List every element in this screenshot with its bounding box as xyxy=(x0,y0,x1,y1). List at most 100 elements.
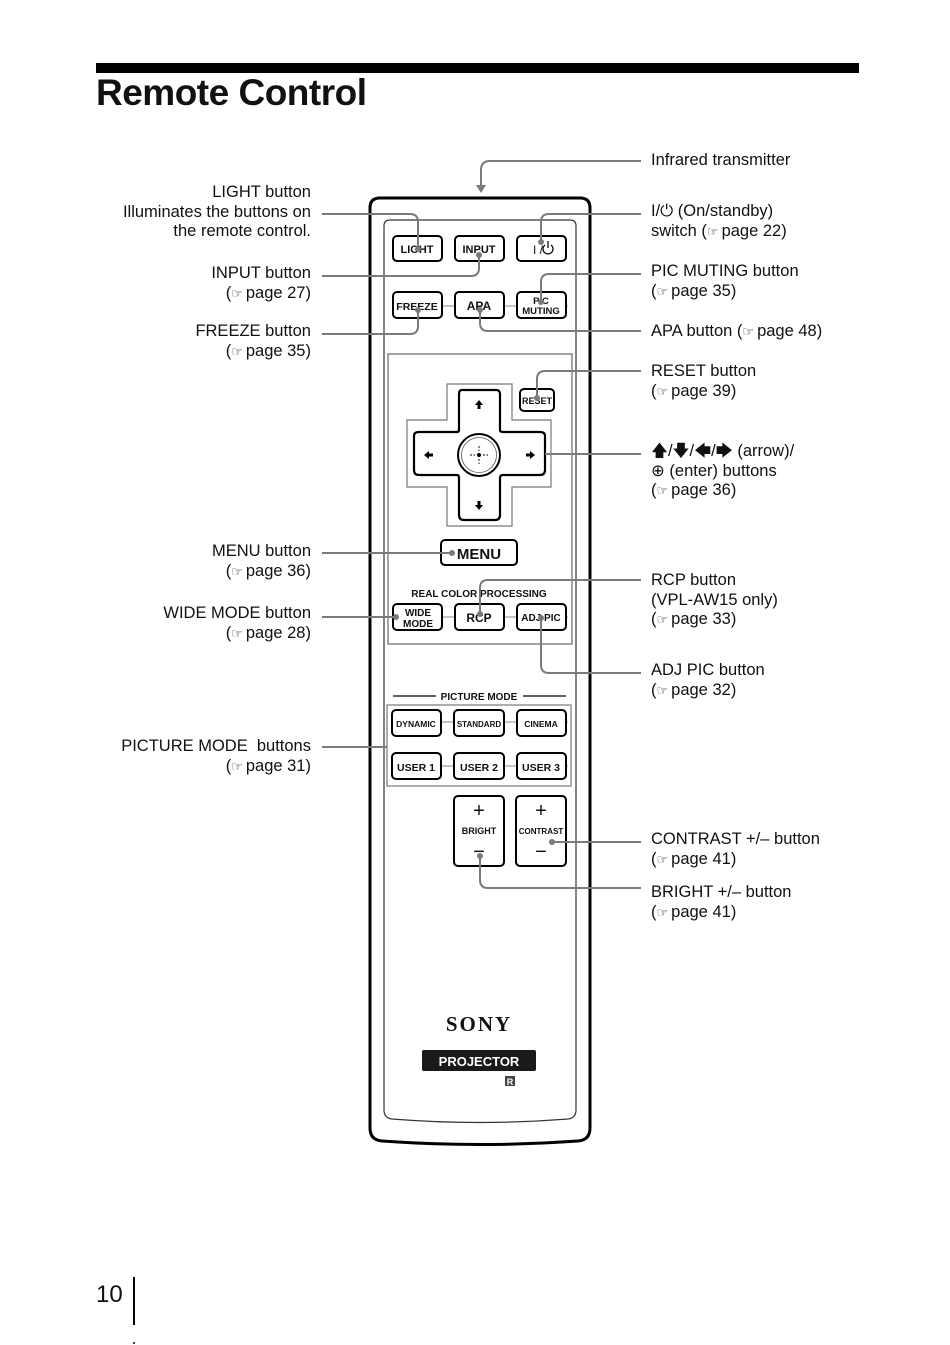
sony-logo: SONY xyxy=(446,1012,512,1036)
svg-text:MENU: MENU xyxy=(457,546,501,563)
callout-infrared: Infrared transmitter xyxy=(651,151,791,169)
reference-icon: ☞ xyxy=(231,758,243,774)
user3-button[interactable]: USER 3 xyxy=(516,752,567,780)
up-arrow-button[interactable] xyxy=(475,400,483,409)
svg-text:WIDE: WIDE xyxy=(405,608,431,619)
reference-icon: ☞ xyxy=(656,682,669,698)
contrast-rocker[interactable]: + CONTRAST − xyxy=(515,795,567,867)
callout-power: I/⏻ (On/standby) switch (☞page 22) xyxy=(651,202,787,240)
svg-text:USER 1: USER 1 xyxy=(397,762,435,774)
callout-picture-mode: PICTURE MODE buttons (☞page 31) xyxy=(121,737,311,775)
navigation-panel xyxy=(387,353,573,645)
reference-icon: ☞ xyxy=(656,851,669,867)
callout-adj-pic: ADJ PIC button (☞page 32) xyxy=(651,661,765,699)
left-arrow-icon xyxy=(424,451,433,459)
standard-button[interactable]: STANDARD xyxy=(453,709,505,737)
dpad-outline xyxy=(406,383,552,527)
reference-icon: ☞ xyxy=(231,563,243,579)
page-link[interactable]: page 39 xyxy=(671,381,731,400)
left-arrow-button[interactable] xyxy=(424,451,433,459)
svg-text:CONTRAST: CONTRAST xyxy=(519,827,564,836)
page-link[interactable]: page 35 xyxy=(671,281,731,300)
contrast-plus[interactable]: + xyxy=(535,800,547,822)
callout-bright: BRIGHT +/– button (☞page 41) xyxy=(651,883,792,921)
projector-badge xyxy=(422,1050,536,1071)
projector-badge-label: PROJECTOR xyxy=(439,1054,520,1069)
bright-plus[interactable]: + xyxy=(473,800,485,822)
user1-button[interactable]: USER 1 xyxy=(391,752,442,780)
reference-icon: ☞ xyxy=(656,483,669,498)
page-link[interactable]: page 36 xyxy=(671,481,731,499)
svg-text:FREEZE: FREEZE xyxy=(396,301,437,313)
svg-text:MUTING: MUTING xyxy=(522,306,559,317)
page-link[interactable]: page 41 xyxy=(671,849,731,868)
page-link[interactable]: page 31 xyxy=(245,756,306,775)
reference-icon: ☞ xyxy=(742,324,755,339)
leader-dots xyxy=(393,239,555,859)
reference-icon: ☞ xyxy=(656,904,669,920)
power-label: I / xyxy=(533,243,544,257)
picture-mode-group xyxy=(386,704,572,787)
svg-text:RESET: RESET xyxy=(522,396,553,406)
apa-button[interactable]: APA xyxy=(454,291,505,319)
reference-icon: ☞ xyxy=(656,383,669,399)
callout-apa: APA button (☞page 48) xyxy=(651,322,823,340)
page-number-divider xyxy=(133,1277,135,1325)
page-link[interactable]: page 33 xyxy=(671,610,731,628)
page-link[interactable]: page 32 xyxy=(671,680,731,699)
page-link[interactable]: page 41 xyxy=(671,902,731,921)
picture-mode-label: PICTURE MODE xyxy=(441,692,518,703)
callout-input: INPUT button (☞page 27) xyxy=(211,264,311,302)
reference-icon: ☞ xyxy=(231,285,243,301)
power-button[interactable]: I / xyxy=(516,235,567,262)
callout-wide-mode: WIDE MODE button (☞page 28) xyxy=(163,604,311,642)
callout-contrast: CONTRAST +/– button (☞page 41) xyxy=(651,830,820,868)
callout-menu: MENU button (☞page 36) xyxy=(211,542,311,580)
page-link[interactable]: page 48 xyxy=(757,322,817,340)
leader-lines xyxy=(322,160,641,889)
page-link[interactable]: page 27 xyxy=(245,283,306,302)
down-arrow-button[interactable] xyxy=(475,501,483,510)
svg-text:CINEMA: CINEMA xyxy=(524,719,558,729)
registered-mark xyxy=(505,1076,515,1086)
right-arrow-button[interactable] xyxy=(526,451,535,459)
reference-icon: ☞ xyxy=(706,223,719,239)
footer-mark xyxy=(133,1342,135,1344)
dynamic-button[interactable]: DYNAMIC xyxy=(391,709,442,737)
remote-face xyxy=(383,219,577,1124)
title-rule xyxy=(96,63,859,73)
wide-mode-button[interactable]: WIDE MODE xyxy=(392,603,443,631)
svg-text:APA: APA xyxy=(467,299,492,313)
page-link[interactable]: page 28 xyxy=(245,623,306,642)
svg-text:STANDARD: STANDARD xyxy=(457,720,502,729)
reference-icon: ☞ xyxy=(656,283,669,299)
page-link[interactable]: page 22 xyxy=(721,221,782,240)
reference-icon: ☞ xyxy=(231,343,243,359)
page-link[interactable]: page 36 xyxy=(245,561,306,580)
up-arrow-icon xyxy=(475,400,483,409)
svg-text:USER 3: USER 3 xyxy=(522,762,560,774)
cinema-button[interactable]: CINEMA xyxy=(516,709,567,737)
rcp-button[interactable]: RCP xyxy=(454,603,505,631)
svg-text:INPUT: INPUT xyxy=(463,244,496,256)
page-link[interactable]: page 35 xyxy=(245,341,306,360)
right-arrow-icon xyxy=(526,451,535,459)
callout-arrows: 🡅/🡇/🡄/🡆 (arrow)/ ⊕ (enter) buttons (☞pag… xyxy=(651,442,795,499)
bright-minus[interactable]: − xyxy=(473,841,485,863)
page-number: 10 xyxy=(96,1281,123,1308)
callout-rcp: RCP button (VPL-AW15 only) (☞page 33) xyxy=(651,571,778,628)
svg-text:R: R xyxy=(507,1077,514,1087)
power-icon xyxy=(542,241,554,255)
enter-icon xyxy=(470,446,488,464)
enter-button[interactable] xyxy=(457,433,501,477)
reference-icon: ☞ xyxy=(231,625,243,641)
svg-text:MODE: MODE xyxy=(403,619,433,630)
freeze-button[interactable]: FREEZE xyxy=(392,291,443,319)
svg-text:DYNAMIC: DYNAMIC xyxy=(396,719,436,729)
callout-reset: RESET button (☞page 39) xyxy=(651,362,757,400)
contrast-minus[interactable]: − xyxy=(535,841,547,863)
down-arrow-icon xyxy=(475,501,483,510)
reference-icon: ☞ xyxy=(656,612,669,627)
user2-button[interactable]: USER 2 xyxy=(453,752,505,780)
